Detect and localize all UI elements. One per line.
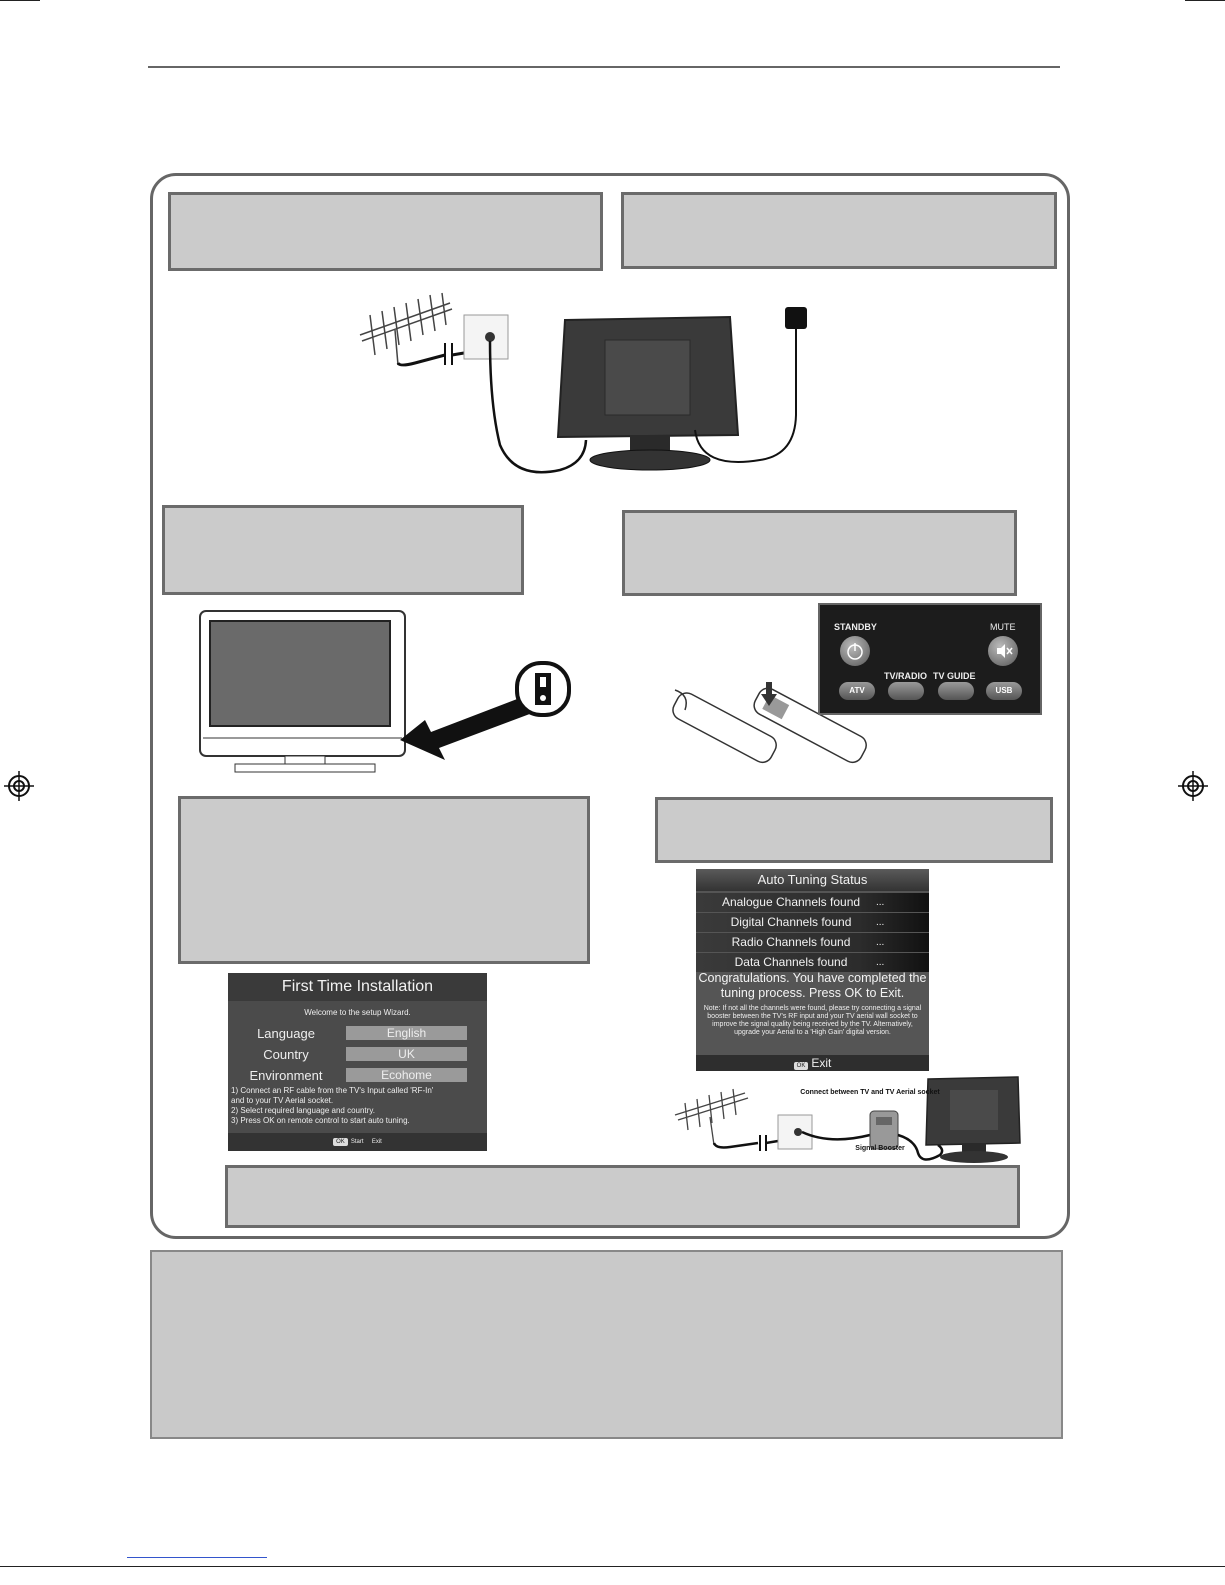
ats-title: Auto Tuning Status [696,869,929,891]
environment-value[interactable]: Ecohome [346,1068,467,1082]
ats-row: Digital Channels found ... [696,913,929,933]
fti-row-language[interactable]: Language English [228,1023,487,1044]
fti-note-line: and to your TV Aerial socket. [231,1096,334,1105]
remote-icon [672,692,777,764]
ats-congrats: Congratulations. You have completed the … [698,971,927,1000]
registration-mark-icon [1178,771,1208,801]
exit-hint[interactable]: Exit [811,1056,832,1070]
fti-row-environment[interactable]: Environment Ecohome [228,1065,487,1086]
booster-connect-label: Connect between TV and TV Aerial socket [800,1089,940,1096]
aerial-icon [674,1088,749,1146]
ats-row: Data Channels found ... [696,953,929,973]
auto-tuning-status-screen: Auto Tuning Status Analogue Channels fou… [696,869,929,1071]
remote-battery-diagram [672,682,867,764]
step-box-power [621,192,1057,269]
step-box-tuning [655,797,1053,863]
tv-rear-icon [556,315,740,471]
first-time-installation-screen: First Time Installation Welcome to the s… [228,973,487,1151]
step-box-installation [178,796,590,964]
ats-row: Radio Channels found ... [696,933,929,953]
power-plug-icon [785,307,807,329]
mute-button[interactable] [988,636,1018,666]
mute-label: MUTE [990,622,1016,632]
ok-key-icon: OK [333,1138,348,1146]
fti-note-line: 1) Connect an RF cable from the TV's Inp… [231,1086,434,1095]
ats-row-value: ... [876,897,885,908]
ok-key-icon: OK [793,1062,809,1070]
connection-diagram [359,292,807,474]
note-box [150,1250,1063,1439]
ats-row-label: Radio Channels found [731,935,851,949]
signal-booster-icon [869,1110,899,1150]
exit-hint[interactable]: Exit [371,1139,382,1145]
ats-row-value: ... [876,937,885,948]
fti-note-line: 2) Select required language and country. [231,1106,375,1115]
crop-line [0,1566,1225,1567]
fti-note-line: 3) Press OK on remote control to start a… [231,1116,410,1125]
step-box-switch-on [162,505,524,595]
signal-booster-diagram [674,1076,1021,1163]
tv-rear-icon [925,1076,1021,1163]
tv-screen-icon [209,620,391,727]
header-rule [148,66,1060,68]
step-box-remote [622,510,1017,596]
usb-button[interactable]: USB [986,682,1022,700]
tv-radio-button[interactable] [888,682,924,700]
fti-row-label: Country [263,1047,309,1062]
ats-row-label: Digital Channels found [730,915,852,929]
quick-start-panel [150,173,1070,1239]
mute-icon [997,644,1013,658]
tv-radio-label: TV/RADIO [884,671,928,681]
wall-socket-icon [777,1114,813,1150]
remote-button-panel: STANDBY MUTE TV/RADIO TV GUIDE ATV USB [818,603,1042,715]
fti-row-label: Environment [249,1068,323,1083]
atv-button[interactable]: ATV [839,682,875,700]
fti-row-label: Language [257,1026,315,1041]
ats-row: Analogue Channels found ... [696,893,929,913]
crop-line [127,1557,267,1558]
crop-mark [0,0,40,1]
standby-label: STANDBY [834,622,877,632]
language-value[interactable]: English [346,1026,467,1040]
ats-row-value: ... [876,917,885,928]
fti-notes: 1) Connect an RF cable from the TV's Inp… [231,1086,481,1126]
tv-guide-label: TV GUIDE [933,671,976,681]
registration-mark-icon [4,771,34,801]
arrow-icon [400,696,535,760]
ats-note: Note: If not all the channels were found… [703,1005,922,1036]
tv-front-diagram [199,610,571,773]
ats-row-label: Data Channels found [734,955,848,969]
fti-welcome: Welcome to the setup Wizard. [304,1008,411,1017]
fti-row-country[interactable]: Country UK [228,1044,487,1065]
crop-mark [1185,0,1225,1]
ats-row-value: ... [876,957,885,968]
aerial-icon [359,292,453,366]
step-box-booster [225,1165,1020,1228]
country-value[interactable]: UK [346,1047,467,1061]
tv-guide-button[interactable] [938,682,974,700]
step-box-aerial [168,192,603,271]
standby-button[interactable] [840,636,870,666]
fti-title: First Time Installation [228,973,487,1001]
ats-row-label: Analogue Channels found [721,895,861,909]
start-hint[interactable]: Start [350,1139,364,1145]
booster-label: Signal Booster [855,1145,905,1152]
down-arrow-icon [761,682,777,706]
